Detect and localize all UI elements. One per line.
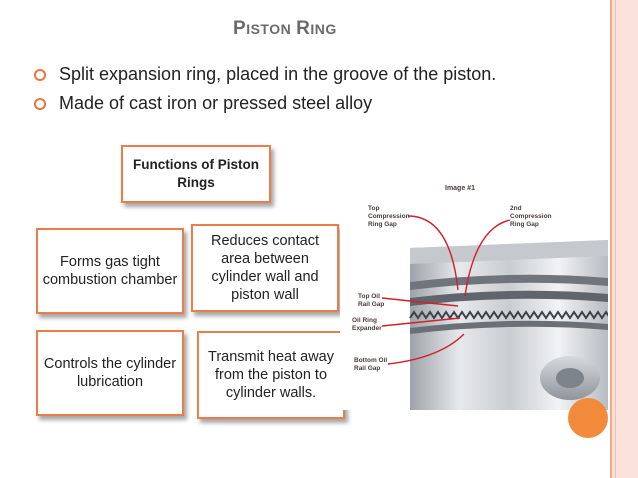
function-box: Controls the cylinder lubrication <box>36 330 184 416</box>
decorative-orange-circle <box>568 398 608 438</box>
label-second-compression: 2nd <box>510 205 522 212</box>
circle-bullet-icon <box>34 97 46 110</box>
title-cap: P <box>233 18 247 39</box>
label-oil-ring-expander: Expander <box>352 325 382 332</box>
circle-bullet-icon <box>34 68 46 81</box>
title-smallcaps: ISTON <box>246 21 292 37</box>
label-top-compression: Compression <box>368 213 410 220</box>
function-text: Controls the cylinder lubrication <box>43 356 177 390</box>
decorative-side-bar <box>610 0 638 478</box>
label-bottom-oil-rail: Rail Gap <box>354 365 380 372</box>
functions-heading-box: Functions of Piston Rings <box>121 145 271 203</box>
title-smallcaps: ING <box>310 21 337 37</box>
label-top-compression: Ring Gap <box>368 221 397 228</box>
bullet-text: Split expansion ring, placed in the groo… <box>59 64 497 84</box>
slide-title: PISTON RING <box>233 18 413 40</box>
label-second-compression: Ring Gap <box>510 221 539 228</box>
decorative-line <box>610 0 612 478</box>
function-box: Forms gas tight combustion chamber <box>36 228 184 314</box>
function-text: Forms gas tight combustion chamber <box>42 254 178 288</box>
label-top-oil-rail: Top Oil <box>358 293 380 300</box>
bullet-item: Made of cast iron or pressed steel alloy <box>34 93 372 114</box>
function-text: Reduces contact area between cylinder wa… <box>210 233 319 303</box>
label-oil-ring-expander: Oil Ring <box>352 317 377 324</box>
function-box: Transmit heat away from the piston to cy… <box>197 331 345 419</box>
label-top-oil-rail: Rail Gap <box>358 301 384 308</box>
decorative-line <box>615 0 616 478</box>
bullet-text: Made of cast iron or pressed steel alloy <box>59 93 373 113</box>
functions-heading-text: Functions of Piston Rings <box>133 157 259 190</box>
bullet-item: Split expansion ring, placed in the groo… <box>34 64 496 85</box>
photo-caption: Image #1 <box>445 185 475 192</box>
label-top-compression: Top <box>368 205 379 212</box>
label-second-compression: Compression <box>510 213 552 220</box>
function-text: Transmit heat away from the piston to cy… <box>208 349 334 401</box>
piston-ring-photo: Image #1 Top Compression Ring Gap 2nd Co… <box>340 178 608 410</box>
label-bottom-oil-rail: Bottom Oil <box>354 357 387 364</box>
title-cap: R <box>296 18 311 39</box>
function-box: Reduces contact area between cylinder wa… <box>191 224 339 312</box>
